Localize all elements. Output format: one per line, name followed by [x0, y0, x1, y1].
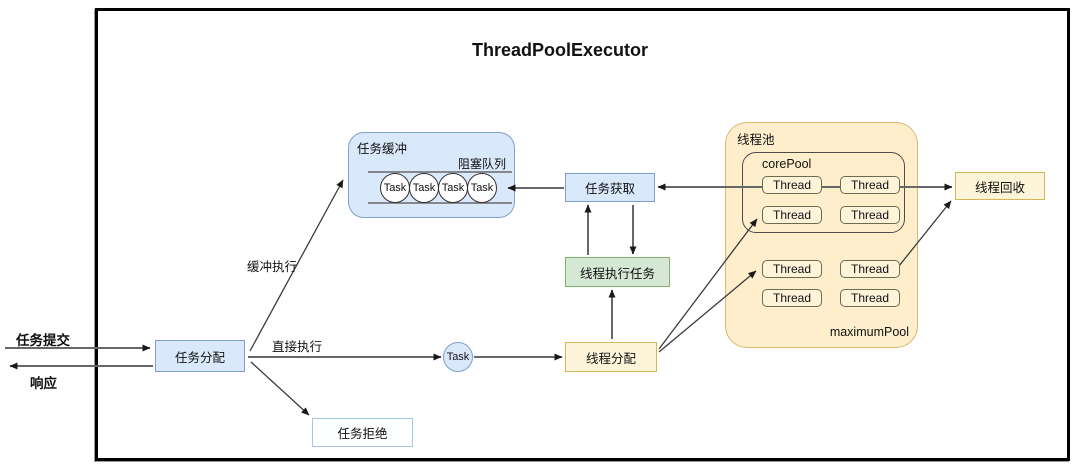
label-direct-exec: 直接执行 — [272, 340, 323, 354]
core-thread-node: Thread — [840, 206, 900, 224]
blocking-queue-label: 阻塞队列 — [457, 157, 506, 171]
task-circle-node: Task — [443, 342, 473, 372]
thread-pool-label: 线程池 — [737, 133, 775, 147]
label-task-submit: 任务提交 — [16, 333, 70, 348]
task-reject-node: 任务拒绝 — [312, 418, 413, 447]
thread-dispatch-node: 线程分配 — [565, 342, 657, 372]
core-pool-label: corePool — [762, 157, 812, 171]
task-dispatch-node: 任务分配 — [155, 340, 245, 372]
max-thread-node: Thread — [840, 289, 900, 307]
maximum-pool-label: maximumPool — [829, 325, 909, 339]
core-thread-node: Thread — [762, 176, 822, 194]
core-thread-node: Thread — [762, 206, 822, 224]
max-thread-node: Thread — [762, 289, 822, 307]
label-response: 响应 — [30, 376, 57, 391]
queue-task-node: Task — [380, 173, 410, 203]
thread-recycle-node: 线程回收 — [955, 172, 1045, 200]
core-pool-container: corePool — [742, 152, 905, 233]
queue-task-node: Task — [438, 173, 468, 203]
task-fetch-node: 任务获取 — [565, 173, 655, 202]
label-buffered-exec: 缓冲执行 — [247, 260, 298, 274]
queue-task-node: Task — [409, 173, 439, 203]
queue-task-node: Task — [467, 173, 497, 203]
thread-exec-node: 线程执行任务 — [565, 257, 670, 287]
diagram-title: ThreadPoolExecutor — [471, 40, 649, 60]
diagram-frame — [95, 8, 1070, 461]
task-buffer-label: 任务缓冲 — [357, 142, 408, 156]
core-thread-node: Thread — [840, 176, 900, 194]
max-thread-node: Thread — [762, 260, 822, 278]
max-thread-node: Thread — [840, 260, 900, 278]
